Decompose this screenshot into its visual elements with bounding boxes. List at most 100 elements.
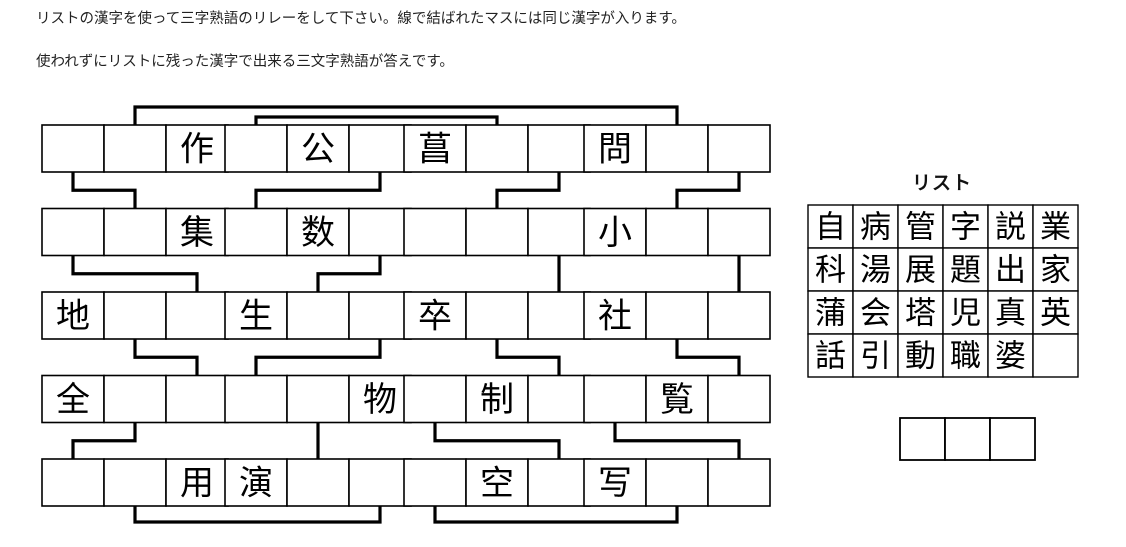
puzzle-cell-empty[interactable] xyxy=(403,374,467,424)
puzzle-cell-filled[interactable] xyxy=(165,124,229,173)
puzzle-cell-empty[interactable] xyxy=(527,374,591,424)
answer-cell[interactable] xyxy=(989,417,1036,461)
puzzle-row: 制 xyxy=(403,374,591,424)
puzzle-cell-kanji: 覧 xyxy=(660,380,694,420)
puzzle-cell-empty[interactable] xyxy=(224,374,288,424)
list-cell-kanji[interactable] xyxy=(852,290,899,335)
puzzle-cell-empty[interactable] xyxy=(645,207,709,257)
list-cell-kanji[interactable] xyxy=(1032,290,1079,335)
connector-line xyxy=(316,255,382,292)
puzzle-cell-empty[interactable] xyxy=(707,207,771,257)
puzzle-cell-filled[interactable] xyxy=(165,207,229,257)
puzzle-cell-empty[interactable] xyxy=(707,374,771,424)
puzzle-cell-empty[interactable] xyxy=(286,374,350,424)
list-kanji-text: 職 xyxy=(950,339,981,375)
puzzle-cell-empty[interactable] xyxy=(165,291,229,340)
puzzle-cell-filled[interactable] xyxy=(224,458,288,507)
puzzle-cell-kanji: 集 xyxy=(180,213,214,253)
puzzle-cell-empty[interactable] xyxy=(465,291,529,340)
list-kanji-text: 引 xyxy=(860,339,891,375)
puzzle-cell-filled[interactable] xyxy=(465,374,529,424)
puzzle-cell-filled[interactable] xyxy=(348,374,412,424)
puzzle-cell-empty[interactable] xyxy=(707,458,771,507)
puzzle-cell-filled[interactable] xyxy=(583,207,647,257)
puzzle-cell-kanji: 生 xyxy=(239,297,273,337)
puzzle-cell-kanji: 用 xyxy=(180,464,214,504)
puzzle-cell-empty[interactable] xyxy=(348,291,412,340)
list-kanji-text: 自 xyxy=(815,210,846,246)
puzzle-cell-filled[interactable] xyxy=(583,458,647,507)
list-kanji-text: 科 xyxy=(815,253,846,289)
puzzle-cell-filled[interactable] xyxy=(583,124,647,173)
list-kanji-text: 家 xyxy=(1040,253,1071,289)
puzzle-cell-empty[interactable] xyxy=(103,458,167,507)
puzzle-cell-empty[interactable] xyxy=(103,374,167,424)
list-kanji-text: 話 xyxy=(815,339,846,375)
puzzle-cell-empty[interactable] xyxy=(41,124,105,173)
list-cell-kanji[interactable] xyxy=(897,290,944,335)
list-cell-kanji[interactable] xyxy=(1032,247,1079,292)
puzzle-cell-empty[interactable] xyxy=(224,124,288,173)
puzzle-cell-empty[interactable] xyxy=(103,124,167,173)
connector-line xyxy=(613,422,741,459)
puzzle-row: 物 xyxy=(224,374,412,424)
puzzle-cell-kanji: 数 xyxy=(301,213,335,253)
puzzle-cell-empty[interactable] xyxy=(41,458,105,507)
puzzle-cell-empty[interactable] xyxy=(286,291,350,340)
list-cell-kanji[interactable] xyxy=(807,333,854,378)
puzzle-cell-empty[interactable] xyxy=(645,124,709,173)
puzzle-cell-empty[interactable] xyxy=(224,207,288,257)
list-kanji-text: 題 xyxy=(950,253,981,289)
connector-line xyxy=(71,255,199,292)
list-cell-empty[interactable] xyxy=(1032,333,1079,378)
puzzle-cell-filled[interactable] xyxy=(286,124,350,173)
puzzle-cell-filled[interactable] xyxy=(645,374,709,424)
puzzle-cell-empty[interactable] xyxy=(348,458,412,507)
puzzle-cell-kanji: 地 xyxy=(56,297,90,337)
puzzle-cell-empty[interactable] xyxy=(527,458,591,507)
puzzle-cell-filled[interactable] xyxy=(41,291,105,340)
puzzle-cell-empty[interactable] xyxy=(465,207,529,257)
puzzle-cell-empty[interactable] xyxy=(403,458,467,507)
answer-cell[interactable] xyxy=(899,417,946,461)
puzzle-cell-empty[interactable] xyxy=(465,124,529,173)
puzzle-row: 卒 xyxy=(403,291,591,340)
puzzle-cell-empty[interactable] xyxy=(583,374,647,424)
puzzle-row: 生 xyxy=(224,291,412,340)
list-cell-kanji[interactable] xyxy=(942,247,989,292)
puzzle-cell-filled[interactable] xyxy=(583,291,647,340)
list-row: 自病管字説業 xyxy=(807,204,1079,249)
puzzle-row: 菖 xyxy=(403,124,591,173)
puzzle-cell-empty[interactable] xyxy=(348,124,412,173)
list-cell-kanji[interactable] xyxy=(987,290,1034,335)
puzzle-cell-empty[interactable] xyxy=(103,291,167,340)
puzzle-cell-empty[interactable] xyxy=(286,458,350,507)
puzzle-cell-kanji: 問 xyxy=(598,130,632,170)
puzzle-cell-filled[interactable] xyxy=(403,124,467,173)
puzzle-cell-empty[interactable] xyxy=(527,124,591,173)
list-grid-layer: 自病管字説業科湯展題出家蒲会塔児真英話引動職婆 xyxy=(807,204,1079,378)
puzzle-cell-empty[interactable] xyxy=(707,291,771,340)
answer-cell[interactable] xyxy=(944,417,991,461)
list-cell-kanji[interactable] xyxy=(807,290,854,335)
list-cell-kanji[interactable] xyxy=(942,333,989,378)
puzzle-cell-empty[interactable] xyxy=(403,207,467,257)
puzzle-cell-filled[interactable] xyxy=(286,207,350,257)
list-row: 蒲会塔児真英 xyxy=(807,290,1079,335)
list-cell-kanji[interactable] xyxy=(1032,204,1079,249)
puzzle-cell-empty[interactable] xyxy=(707,124,771,173)
puzzle-cell-empty[interactable] xyxy=(103,207,167,257)
connector-line xyxy=(254,172,382,209)
puzzle-cell-filled[interactable] xyxy=(41,374,105,424)
puzzle-cell-empty[interactable] xyxy=(527,207,591,257)
list-title: リスト xyxy=(912,172,973,194)
puzzle-cell-empty[interactable] xyxy=(348,207,412,257)
puzzle-cell-empty[interactable] xyxy=(165,374,229,424)
puzzle-cell-filled[interactable] xyxy=(224,291,288,340)
puzzle-cell-empty[interactable] xyxy=(645,458,709,507)
puzzle-cell-empty[interactable] xyxy=(645,291,709,340)
puzzle-cell-empty[interactable] xyxy=(41,207,105,257)
puzzle-cell-empty[interactable] xyxy=(527,291,591,340)
list-cell-kanji[interactable] xyxy=(852,333,899,378)
